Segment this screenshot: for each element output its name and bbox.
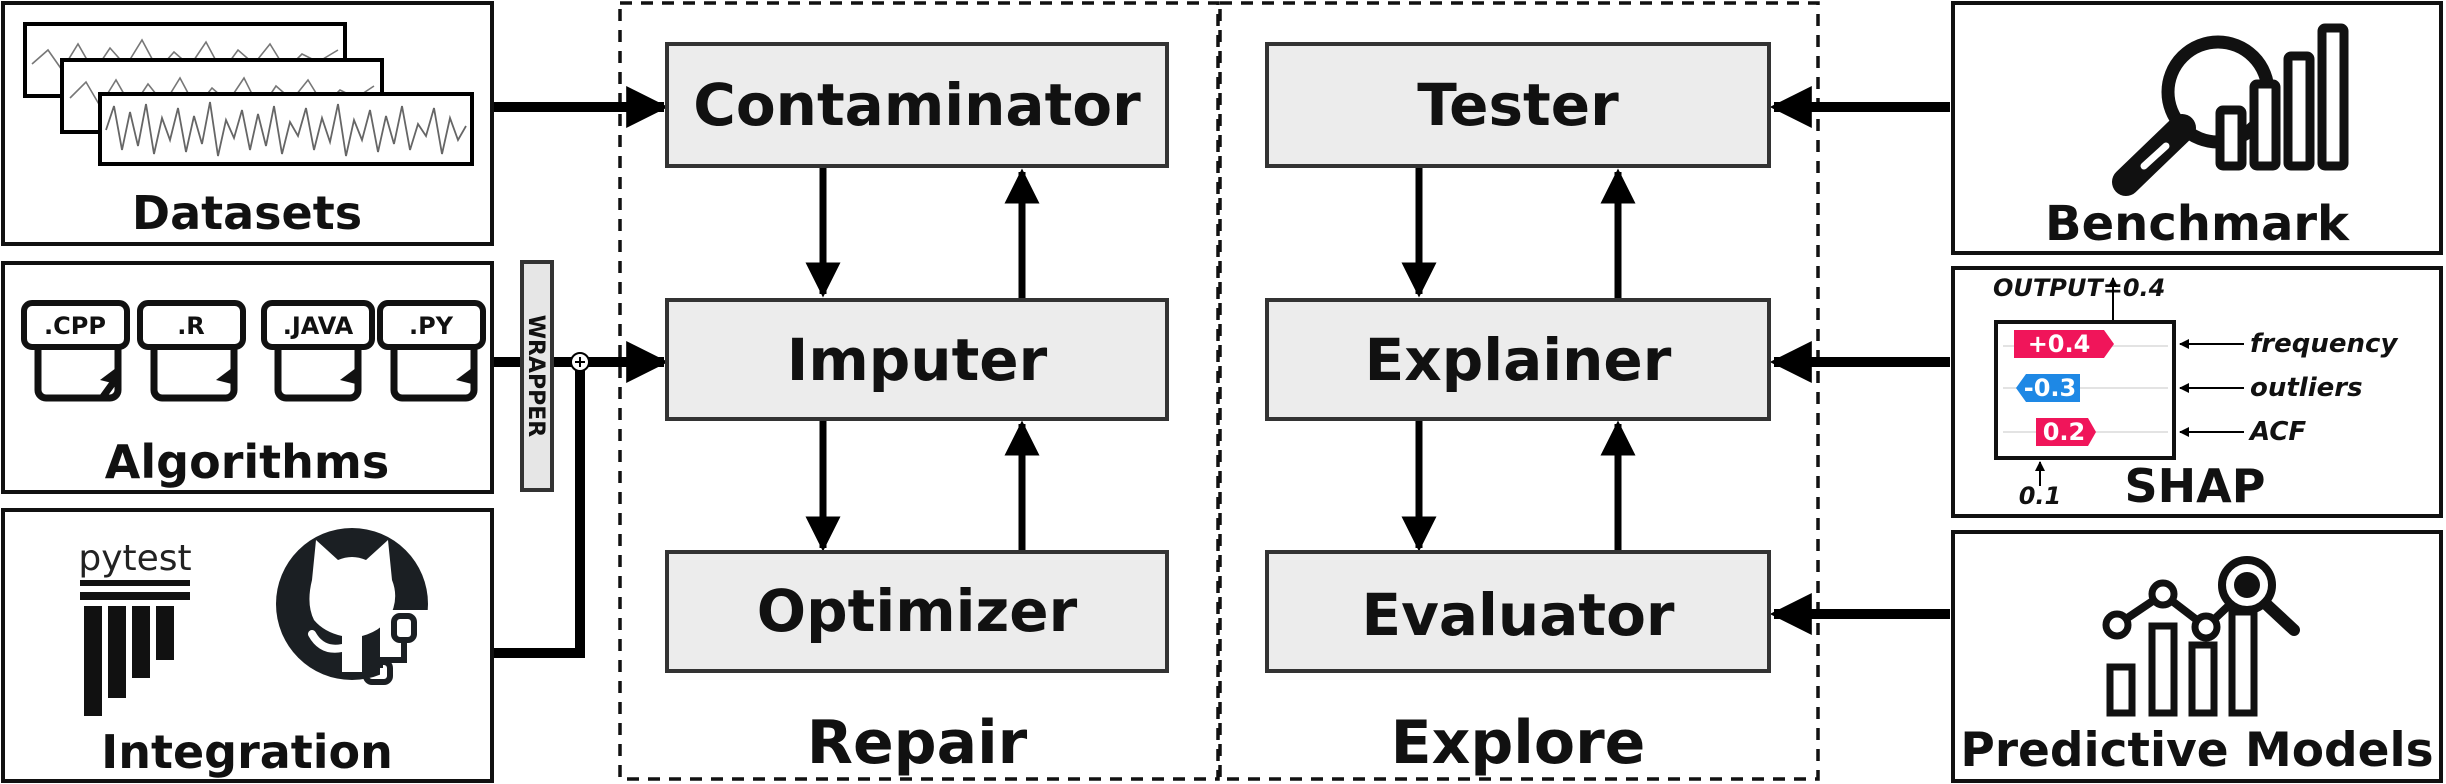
shap-bar-frequency: +0.4 [2014,330,2114,358]
integration-label: Integration [101,725,393,779]
optimizer-box [665,550,1169,673]
benchmark-label: Benchmark [2045,196,2350,252]
pytest-label: pytest [78,538,191,579]
wrapper-box: WRAPPER [520,260,554,492]
algorithms-panel: .CPP .R .JAVA .PY Algorithms [1,261,494,494]
repair-group [618,1,1220,781]
predictive-models-panel: Predictive Models [1951,530,2443,783]
optimizer-label: Optimizer [757,577,1078,645]
benchmark-panel: Benchmark [1951,1,2443,255]
shap-value-outliers: -0.3 [2024,374,2076,402]
pytest-icon: pytest [78,538,192,716]
contaminator-box [665,42,1169,168]
file-label-r: .R [177,312,205,340]
shap-value-acf: 0.2 [2043,418,2086,446]
algorithms-label: Algorithms [105,435,389,489]
explainer-box [1265,298,1771,421]
shap-bar-acf: 0.2 [2036,418,2096,446]
shap-value-frequency: +0.4 [2028,330,2091,358]
predictive-models-label: Predictive Models [1960,723,2433,778]
datasets-panel: Datasets [1,1,494,246]
evaluator-label: Evaluator [1361,581,1674,649]
shap-base-label: 0.1 [2019,482,2062,510]
wrapper-label: WRAPPER [523,315,548,438]
file-icon-cpp: .CPP [21,300,130,402]
shap-title: SHAP [2125,459,2266,513]
tester-label: Tester [1417,71,1619,139]
imputer-box [665,298,1169,421]
timeseries-icon [23,22,474,166]
explore-group [1218,1,1820,781]
evaluator-box [1265,550,1771,673]
file-label-cpp: .CPP [44,312,106,340]
shap-panel: OUTPUT=0.4 +0.4 -0.3 0.2 frequency outli… [1951,266,2443,518]
shap-feature-outliers: outliers [2250,373,2363,403]
shap-feature-frequency: frequency [2250,329,2398,359]
datasets-label: Datasets [132,186,362,240]
file-icon-java: .JAVA [261,300,375,402]
integration-panel: pytest Integration [1,508,494,783]
shap-feature-acf: ACF [2248,417,2306,447]
contaminator-label: Contaminator [693,71,1141,139]
tester-box [1265,42,1771,168]
repair-title: Repair [807,708,1028,778]
explore-title: Explore [1391,708,1646,778]
file-label-py: .PY [409,312,454,340]
file-icon-r: .R [137,300,246,402]
file-icon-py: .PY [377,300,486,402]
imputer-label: Imputer [787,326,1048,394]
shap-bar-outliers: -0.3 [2016,374,2080,402]
predictive-models-icon [2102,556,2300,717]
benchmark-icon [2112,23,2349,196]
explainer-label: Explainer [1365,326,1672,394]
shap-output-label: OUTPUT=0.4 [1993,274,2165,302]
github-icon [276,528,428,690]
file-label-java: .JAVA [283,312,354,340]
integration-connector [492,362,585,658]
